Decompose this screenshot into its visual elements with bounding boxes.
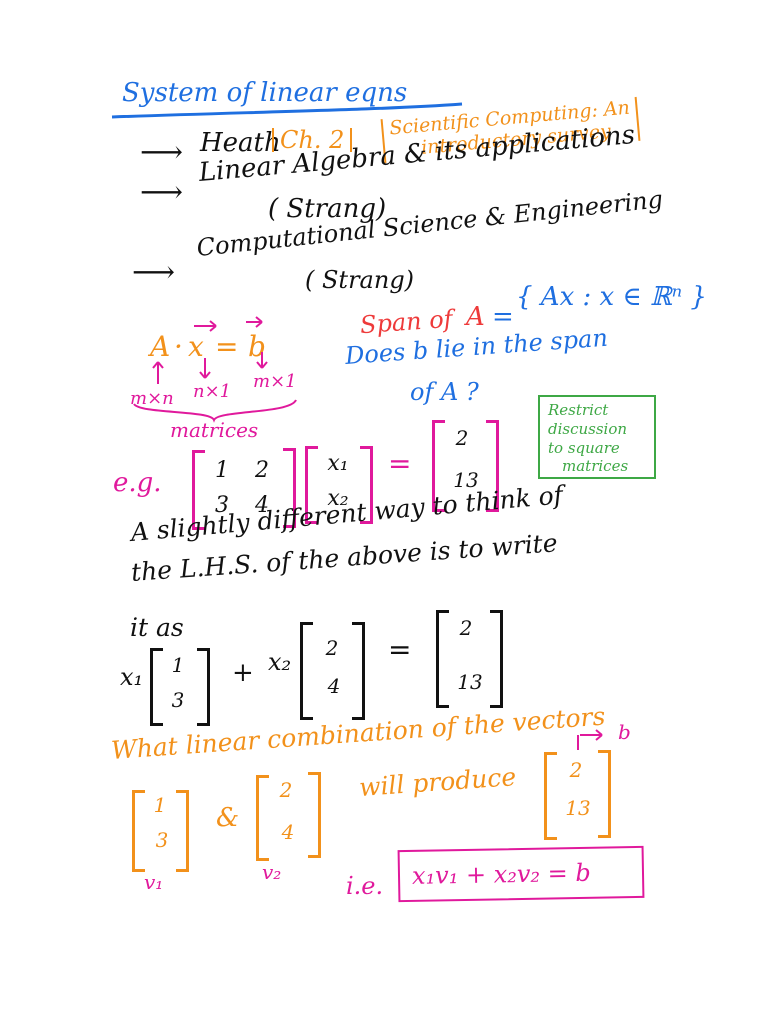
note-line4: matrices	[562, 457, 629, 476]
vector-x-left-bracket	[305, 446, 318, 524]
example-equals: =	[388, 447, 412, 480]
q-v2-left-bracket	[256, 775, 269, 861]
combo-equals: =	[388, 633, 412, 666]
vector-x-cell: x₁	[327, 451, 349, 476]
note-line3: to square	[548, 438, 620, 457]
combo-v2-cell: 2	[325, 636, 339, 660]
q-v1-cell: 1	[153, 793, 167, 817]
combo-b-left-bracket	[436, 610, 449, 708]
dim-x: n×1	[193, 381, 232, 402]
span-A: A	[466, 302, 485, 332]
page-title: System of linear eqns	[122, 78, 408, 108]
span-question-line2: of A ?	[410, 378, 479, 406]
q-b-cell: 13	[565, 796, 591, 820]
vector-b-cell: 2	[455, 426, 469, 450]
equation-x: x	[188, 330, 204, 363]
arrow-icon: ⟶	[132, 255, 176, 290]
ref-heath-chapter: Ch. 2	[272, 128, 353, 152]
ref-strang-author-1: ( Strang)	[268, 194, 387, 224]
vector-x-right-bracket	[360, 446, 373, 524]
equation-dot: ·	[174, 330, 183, 363]
note-box: Restrict discussion to square matrices	[538, 395, 656, 479]
q-v1-left-bracket	[132, 790, 145, 872]
q-v1-right-bracket	[176, 790, 189, 872]
combo-v1-right-bracket	[197, 648, 210, 726]
example-label: e.g.	[113, 468, 162, 498]
ie-label: i.e.	[346, 872, 384, 900]
q-v2-right-bracket	[308, 772, 321, 858]
combo-b-cell: 13	[457, 670, 483, 694]
vector-b-right-bracket	[486, 420, 499, 512]
combo-v1-cell: 1	[171, 653, 185, 677]
matrix-cell: 1	[215, 458, 229, 483]
combo-v1-cell: 3	[171, 688, 185, 712]
q-v2-cell: 4	[281, 820, 295, 844]
vector-x-cell: x₂	[327, 486, 349, 511]
q-b-right-bracket	[598, 750, 611, 838]
v2-label: v₂	[262, 860, 282, 884]
matrix-cell: 2	[255, 458, 269, 483]
equation-equals: =	[215, 330, 239, 363]
q-amp: &	[216, 803, 240, 833]
span-equals: =	[492, 302, 514, 332]
b-label: b	[618, 720, 631, 744]
note-line1: Restrict	[548, 401, 609, 419]
combo-v2-right-bracket	[352, 622, 365, 720]
arrow-icon: ⟶	[140, 135, 184, 170]
q-b-cell: 2	[569, 758, 583, 782]
matrix-cell: 4	[255, 493, 269, 518]
matrix-right-bracket	[283, 448, 296, 528]
combo-x1: x₁	[120, 663, 144, 691]
vector-b-cell: 13	[453, 468, 479, 492]
ref-heath: Heath	[200, 128, 281, 158]
arrow-icon: ⟶	[140, 175, 184, 210]
q-v2-cell: 2	[279, 778, 293, 802]
q-b-left-bracket	[544, 752, 557, 840]
vector-b-left-bracket	[432, 420, 445, 512]
span-set: { Ax : x ∈ ℝⁿ }	[516, 282, 707, 312]
text-line3: it as	[130, 613, 184, 642]
combo-v2-cell: 4	[327, 674, 341, 698]
matrix-left-bracket	[192, 450, 205, 530]
combo-v2-left-bracket	[300, 622, 313, 720]
dim-A: m×n	[130, 388, 174, 409]
ref-strang-author-2: ( Strang)	[305, 266, 415, 294]
combo-x2: x₂	[268, 648, 292, 676]
v1-label: v₁	[144, 870, 164, 894]
combo-plus: +	[232, 658, 254, 688]
brace-label: matrices	[170, 418, 259, 442]
combo-b-cell: 2	[459, 616, 473, 640]
matrix-cell: 3	[215, 493, 229, 518]
combo-b-right-bracket	[490, 610, 503, 708]
combo-v1-left-bracket	[150, 648, 163, 726]
q-v1-cell: 3	[155, 828, 169, 852]
boxed-equation: x₁v₁ + x₂v₂ = b	[397, 845, 645, 903]
equation-A: A	[150, 330, 171, 363]
dim-b: m×1	[253, 371, 297, 392]
note-line2: discussion	[548, 419, 628, 438]
